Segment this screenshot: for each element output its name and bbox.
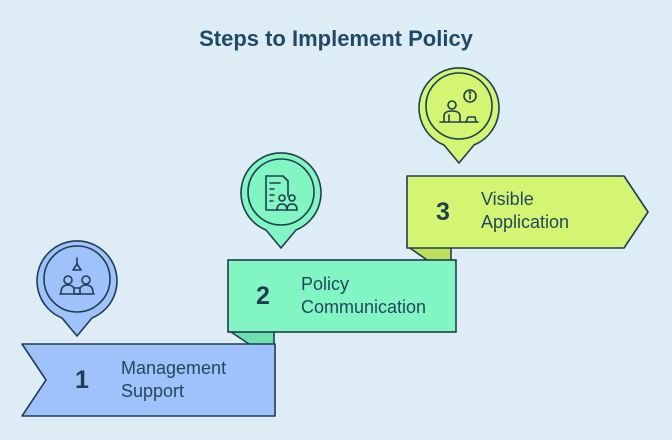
step-2-number: 2 xyxy=(256,282,270,310)
step-2-banner xyxy=(227,259,457,333)
management-team-icon xyxy=(59,257,95,295)
step-3-label-line1: Visible xyxy=(481,189,534,209)
step-3-number: 3 xyxy=(436,198,450,226)
step-3-arrow-banner xyxy=(406,175,649,249)
step-1-banner xyxy=(21,343,276,417)
diagram-title: Steps to Implement Policy xyxy=(199,26,473,51)
step-2-label-line2: Communication xyxy=(301,297,427,317)
step-3 xyxy=(406,175,649,263)
step-1-label-line1: Management xyxy=(121,358,227,378)
presenter-info-icon xyxy=(439,89,479,123)
step-1-number: 1 xyxy=(75,366,89,394)
step-1-label: Management Support xyxy=(121,357,226,403)
step-1 xyxy=(21,343,276,417)
step-3-label: Visible Application xyxy=(481,188,569,234)
step-2-label-line1: Policy xyxy=(301,274,350,294)
step-1-label-line2: Support xyxy=(121,381,185,401)
step-2 xyxy=(227,259,457,347)
policy-document-people-icon xyxy=(265,175,298,211)
step-3-pin xyxy=(418,67,500,164)
step-3-label-line2: Application xyxy=(481,212,570,232)
step-2-label: Policy Communication xyxy=(301,273,426,319)
